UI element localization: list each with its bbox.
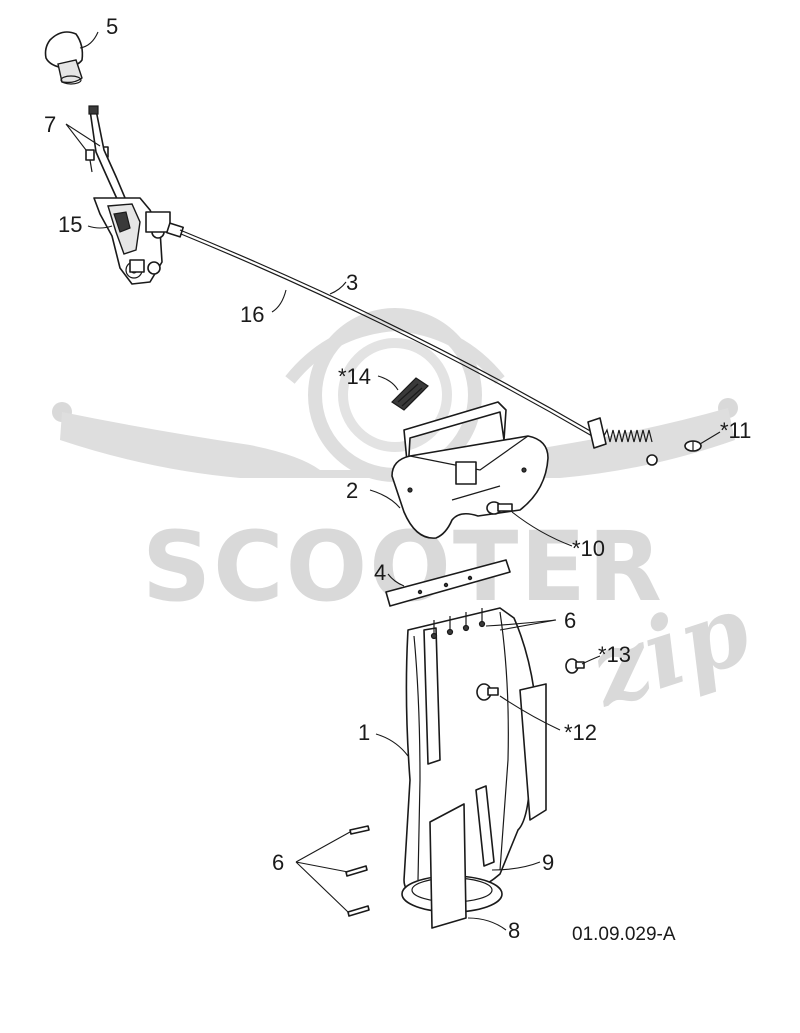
callout-6b: 6	[272, 850, 284, 875]
part-nut-11	[684, 440, 702, 452]
part-knob-12	[476, 683, 499, 701]
callout-labels: 5 7 15 3 16 *14 *11 2 *10 4 6 *13 1 *12 …	[44, 14, 751, 943]
part-control-cable	[165, 222, 658, 466]
callout-10: *10	[572, 536, 605, 561]
part-spring-14	[391, 377, 429, 411]
watermark-brand-text: SCOOTER	[142, 511, 664, 623]
leader-lines	[65, 31, 721, 931]
callout-14: *14	[338, 364, 371, 389]
callout-11: *11	[720, 418, 751, 443]
callout-16: 16	[240, 302, 264, 327]
callout-6a: 6	[564, 608, 576, 633]
callout-15: 15	[58, 212, 82, 237]
drawing-code: 01.09.029-A	[572, 924, 676, 945]
callout-8: 8	[508, 918, 520, 943]
callout-3: 3	[346, 270, 358, 295]
part-chute	[401, 607, 547, 929]
part-rivets-6-lower	[345, 825, 370, 917]
callout-4: 4	[374, 560, 386, 585]
part-plate-4	[385, 559, 511, 607]
part-bolt-10	[486, 501, 513, 515]
part-knob	[44, 31, 84, 85]
chute-rivets	[430, 608, 486, 640]
callout-12: *12	[564, 720, 597, 745]
part-knob-13	[565, 658, 585, 674]
callout-1: 1	[358, 720, 370, 745]
cable-spring	[603, 428, 653, 443]
callout-13: *13	[598, 642, 631, 667]
callout-9: 9	[542, 850, 554, 875]
callout-7: 7	[44, 112, 56, 137]
callout-5: 5	[106, 14, 118, 39]
part-shift-lever	[88, 105, 171, 285]
callout-2: 2	[346, 478, 358, 503]
